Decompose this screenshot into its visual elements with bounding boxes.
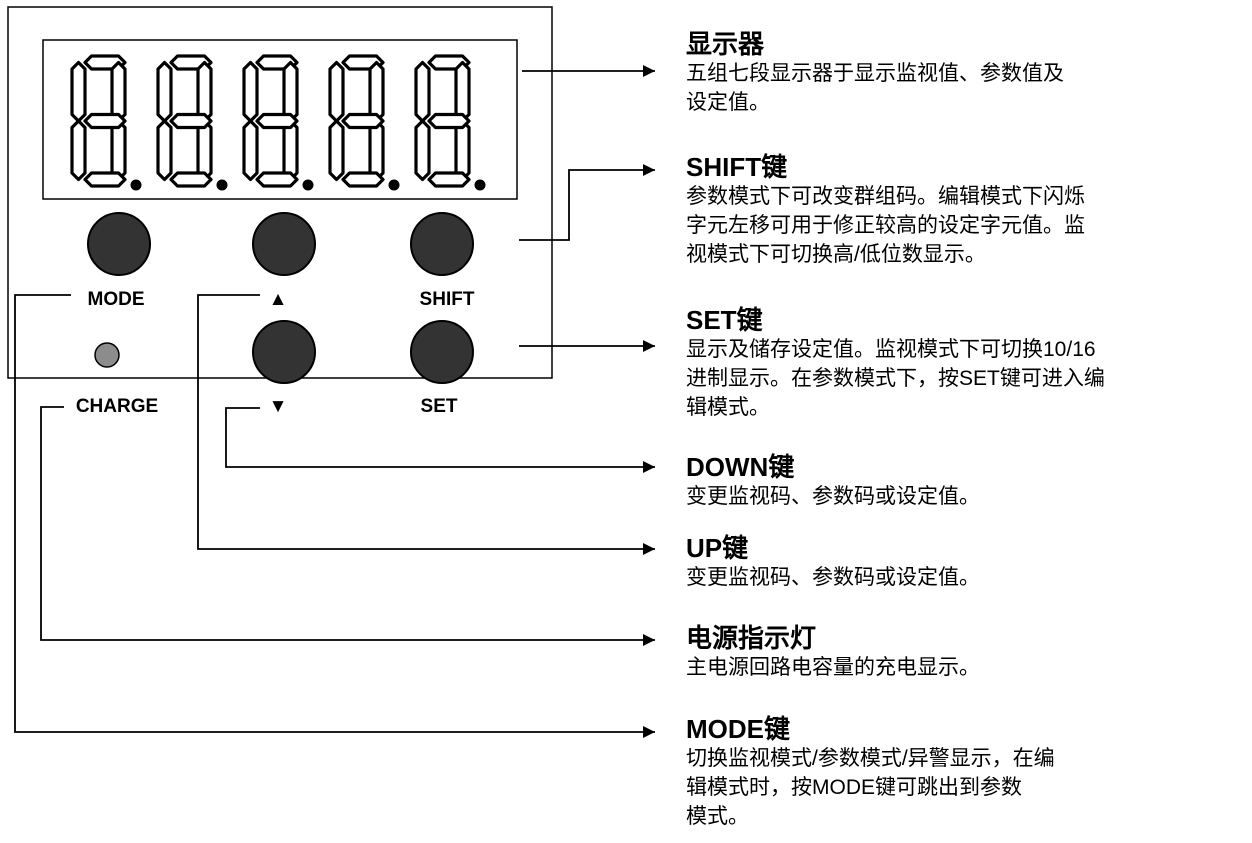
shift-leader (519, 164, 655, 241)
decimal-point (474, 179, 486, 191)
digit-segment (70, 60, 87, 123)
annotation-title: 电源指示灯 (686, 623, 817, 653)
annotation-title: UP键 (686, 533, 749, 563)
digit-segment (454, 60, 471, 123)
charge-label: CHARGE (76, 396, 158, 417)
annotation-display: 显示器 五组七段显示器于显示监视值、参数值及 设定值。 (686, 29, 1246, 117)
digit-segment (427, 171, 471, 188)
digit-segment (242, 60, 259, 123)
digit-segment (255, 112, 299, 130)
power-leader (40, 406, 655, 646)
annotation-desc-line: 切换监视模式/参数模式/异警显示，在编 (686, 747, 1055, 770)
annotation-power: 电源指示灯 主电源回路电容量的充电显示。 (686, 623, 1246, 682)
decimal-point (216, 179, 228, 191)
digit-segment (282, 119, 299, 182)
annotation-desc-line: 五组七段显示器于显示监视值、参数值及 (686, 62, 1064, 85)
digit-segment (110, 60, 127, 123)
mode-leader (14, 294, 655, 738)
digit-segment (328, 119, 345, 182)
annotation-desc-line: 辑模式。 (686, 396, 770, 419)
digit-segment (110, 119, 127, 182)
digit-segment (454, 119, 471, 182)
digit-segment (169, 112, 213, 130)
digit-segment (341, 112, 385, 130)
annotation-desc-line: 变更监视码、参数码或设定值。 (686, 485, 980, 508)
down-leader (225, 407, 655, 473)
down-label: ▼ (269, 396, 288, 417)
annotation-up: UP键 变更监视码、参数码或设定值。 (686, 533, 1246, 592)
digit-segment (255, 171, 299, 188)
digit-segment (156, 60, 173, 123)
annotation-set: SET键 显示及储存设定值。监视模式下可切换10/16 进制显示。在参数模式下，… (686, 305, 1246, 422)
mode-button[interactable] (252, 212, 316, 276)
annotation-desc-line: 显示及储存设定值。监视模式下可切换10/16 (686, 338, 1096, 361)
digit-segment (83, 171, 127, 188)
shift-button[interactable] (410, 212, 474, 276)
decimal-point (130, 179, 142, 191)
digit-segment (414, 60, 431, 123)
up-button[interactable] (252, 320, 316, 384)
seven-segment-digits (70, 54, 486, 191)
annotation-desc-line: 视模式下可切换高/低位数显示。 (686, 243, 986, 266)
digit-segment (70, 119, 87, 182)
digit-segment (427, 112, 471, 130)
digit-segment (83, 112, 127, 130)
annotation-title: SET键 (686, 305, 763, 335)
annotation-desc-line: 进制显示。在参数模式下，按SET键可进入编 (686, 367, 1105, 390)
annotation-shift: SHIFT键 参数模式下可改变群组码。编辑模式下闪烁 字元左移可用于修正较高的设… (686, 152, 1246, 269)
set-button[interactable] (410, 320, 474, 384)
digit-segment (196, 60, 213, 123)
annotation-title: DOWN键 (686, 452, 795, 482)
annotation-desc-line: 字元左移可用于修正较高的设定字元值。监 (686, 214, 1085, 237)
digit-segment (169, 171, 213, 188)
up-label: ▲ (269, 289, 288, 310)
shift-key-upper-button[interactable] (87, 212, 151, 276)
annotation-down: DOWN键 变更监视码、参数码或设定值。 (686, 452, 1246, 511)
annotation-desc-line: 设定值。 (686, 91, 770, 114)
annotation-desc-line: 模式。 (686, 805, 749, 828)
decimal-point (388, 179, 400, 191)
digit-segment (242, 119, 259, 182)
annotation-desc-line: 主电源回路电容量的充电显示。 (686, 656, 980, 679)
digit-segment (368, 60, 385, 123)
set-label: SET (421, 396, 458, 417)
mode-label: MODE (88, 289, 145, 310)
charge-led (94, 342, 120, 368)
digit-segment (368, 119, 385, 182)
annotation-title: MODE键 (686, 714, 791, 744)
up-leader (197, 294, 655, 555)
decimal-point (302, 179, 314, 191)
annotation-title: SHIFT键 (686, 152, 788, 182)
annotation-desc-line: 变更监视码、参数码或设定值。 (686, 566, 980, 589)
shift-label: SHIFT (420, 289, 475, 310)
digit-segment (282, 60, 299, 123)
digit-segment (328, 60, 345, 123)
annotation-title: 显示器 (686, 29, 765, 59)
annotation-mode: MODE键 切换监视模式/参数模式/异警显示，在编 辑模式时，按MODE键可跳出… (686, 714, 1246, 831)
digit-segment (156, 119, 173, 182)
digit-segment (196, 119, 213, 182)
annotation-desc-line: 参数模式下可改变群组码。编辑模式下闪烁 (686, 185, 1085, 208)
annotation-desc-line: 辑模式时，按MODE键可跳出到参数 (686, 776, 1022, 799)
digit-segment (341, 171, 385, 188)
digit-segment (414, 119, 431, 182)
